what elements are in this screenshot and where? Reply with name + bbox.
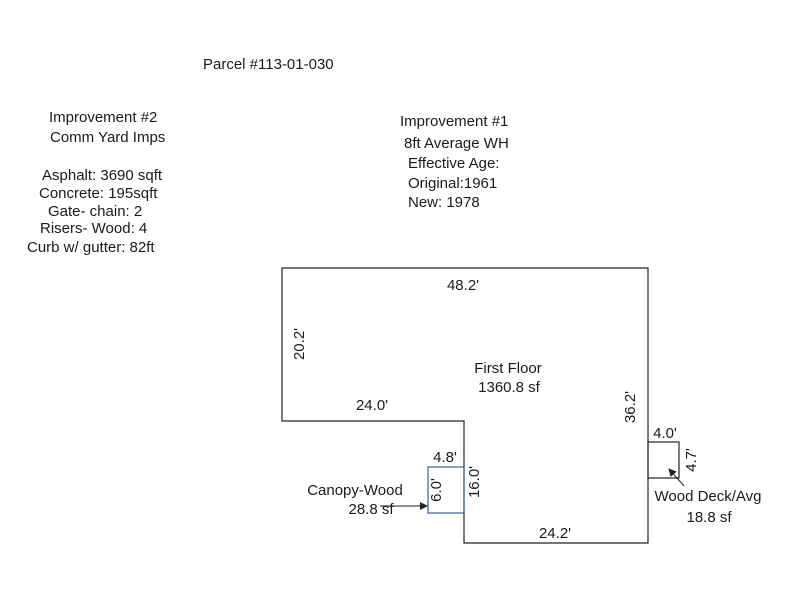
deck-area: 18.8 sf (686, 509, 732, 526)
improvement-1-line: Original:1961 (408, 175, 498, 192)
improvement-2-item: Asphalt: 3690 sqft (42, 167, 163, 184)
improvement-1-title: Improvement #1 (400, 113, 509, 130)
parcel-number: Parcel #113-01-030 (203, 56, 334, 73)
improvement-2-item: Risers- Wood: 4 (40, 220, 148, 237)
dimension-right: 36.2' (622, 391, 639, 423)
first-floor-outline (281, 267, 649, 544)
deck-outline (647, 441, 680, 479)
deck-label: Wood Deck/Avg (655, 488, 762, 505)
improvement-2-item: Curb w/ gutter: 82ft (27, 239, 155, 256)
dimension-deck-width: 4.0' (653, 425, 677, 442)
improvement-2-subtitle: Comm Yard Imps (50, 129, 166, 146)
improvement-2-title: Improvement #2 (49, 109, 158, 126)
improvement-1-line: Effective Age: (408, 155, 500, 172)
canopy-label: Canopy-Wood (307, 482, 403, 499)
dimension-deck-height: 4.7' (683, 448, 700, 472)
dimension-notch-vertical: 16.0' (466, 466, 483, 498)
improvement-1-line: 8ft Average WH (404, 135, 509, 152)
first-floor-label: First Floor (474, 360, 542, 377)
dimension-mid-horizontal: 24.0' (356, 397, 388, 414)
dimension-top: 48.2' (447, 277, 479, 294)
improvement-2-item: Gate- chain: 2 (48, 203, 143, 220)
dimension-canopy-height: 6.0' (428, 478, 445, 502)
dimension-bottom: 24.2' (539, 525, 571, 542)
dimension-canopy-width: 4.8' (433, 449, 457, 466)
canopy-outline (427, 466, 465, 514)
dimension-left: 20.2' (291, 328, 308, 360)
deck-pointer-arrow (668, 468, 685, 487)
improvement-1-line: New: 1978 (408, 194, 480, 211)
first-floor-area: 1360.8 sf (478, 379, 541, 396)
improvement-2-item: Concrete: 195sqft (39, 185, 158, 202)
canopy-area: 28.8 sf (348, 501, 394, 518)
